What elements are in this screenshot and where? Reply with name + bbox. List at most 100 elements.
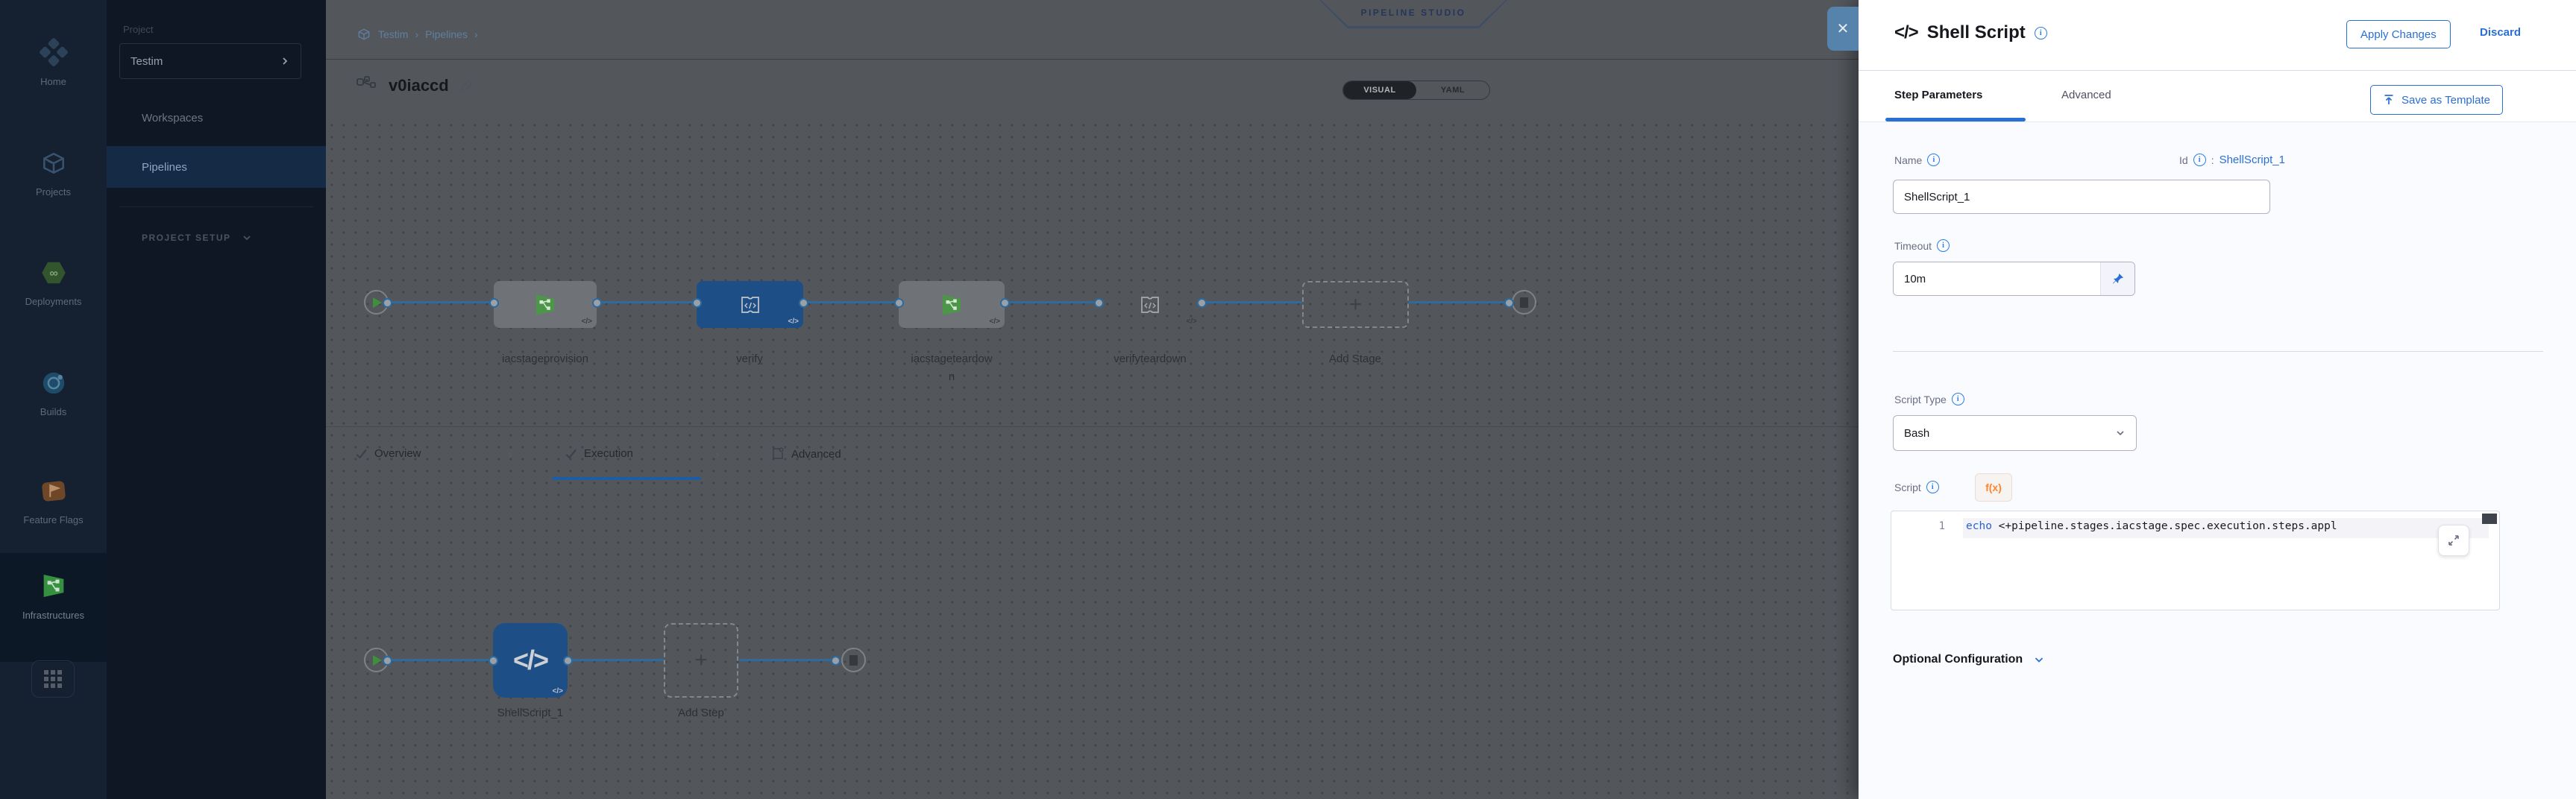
connector-dot[interactable]	[592, 298, 602, 308]
sidebar-item-feature-flags[interactable]: Feature Flags	[0, 477, 107, 525]
connector-dot[interactable]	[692, 298, 702, 308]
add-stage-button[interactable]: +	[1302, 281, 1409, 328]
builds-icon	[43, 372, 64, 394]
main-sidebar: Home Projects ∞ Deployments Builds	[0, 0, 107, 799]
info-icon[interactable]: i	[2034, 26, 2047, 40]
stage-node-iacstageprovision[interactable]: </>	[494, 281, 597, 328]
drawer-close-button[interactable]: ✕	[1827, 7, 1859, 51]
timeout-field	[1893, 262, 2135, 296]
id-label: Id	[2179, 154, 2188, 166]
info-icon[interactable]: i	[1937, 239, 1950, 252]
panel-item-workspaces[interactable]: Workspaces	[142, 112, 204, 124]
editor-expand-button[interactable]	[2438, 525, 2469, 556]
editor-line-number: 1	[1938, 520, 1945, 532]
connector-dot[interactable]	[383, 656, 392, 666]
toggle-visual[interactable]: VISUAL	[1343, 81, 1416, 99]
sidebar-item-home[interactable]: Home	[0, 37, 107, 87]
edit-pencil-icon[interactable]	[459, 78, 474, 93]
timeout-field-label: Timeout i	[1894, 239, 1950, 252]
check-icon	[356, 449, 367, 459]
step-node-shellscript[interactable]: </> </>	[493, 623, 568, 698]
project-selector[interactable]: Testim	[119, 43, 301, 79]
expression-fx-button[interactable]: f(x)	[1975, 473, 2012, 502]
connector-dot[interactable]	[489, 656, 498, 666]
close-icon: ✕	[1836, 21, 1850, 37]
grid-icon	[44, 670, 62, 688]
connector-dot[interactable]	[383, 298, 392, 308]
script-code-editor[interactable]: 1 echo <+pipeline.stages.iacstage.spec.e…	[1891, 511, 2500, 610]
timeout-pin-button[interactable]	[2100, 262, 2134, 295]
tab-step-parameters[interactable]: Step Parameters	[1894, 89, 1983, 101]
project-section-label: Project	[123, 24, 154, 35]
editor-scrollbar-thumb[interactable]	[2482, 514, 2497, 524]
code-keyword: echo	[1966, 520, 1992, 532]
apply-changes-button[interactable]: Apply Changes	[2346, 20, 2451, 48]
tab-advanced-drawer[interactable]: Advanced	[2061, 89, 2111, 101]
chevron-right-icon	[283, 57, 288, 65]
editor-code-line[interactable]: echo <+pipeline.stages.iacstage.spec.exe…	[1966, 520, 2487, 532]
connector-dot[interactable]	[799, 298, 808, 308]
tab-separator: ›	[508, 447, 512, 461]
stage-label: verifyteardown	[1113, 353, 1187, 365]
save-as-template-button[interactable]: Save as Template	[2370, 85, 2503, 115]
sidebar-item-deployments[interactable]: ∞ Deployments	[0, 259, 107, 307]
code-badge-icon: </>	[989, 318, 1000, 326]
stage-node-verify-selected[interactable]: </>	[697, 281, 803, 328]
timeout-input[interactable]	[1894, 262, 2100, 295]
optional-configuration-toggle[interactable]: Optional Configuration	[1893, 653, 2045, 666]
name-field-label: Name i	[1894, 154, 1941, 166]
connector-line	[568, 659, 664, 661]
chevron-down-icon	[2035, 657, 2043, 663]
connector-dot[interactable]	[1000, 298, 1010, 308]
connector-dot[interactable]	[563, 656, 573, 666]
stage-node-iacstageteardown[interactable]: </>	[899, 281, 1005, 328]
connector-dot[interactable]	[489, 298, 499, 308]
toggle-yaml[interactable]: YAML	[1440, 86, 1466, 95]
drawer-title: Shell Script	[1926, 22, 2026, 42]
project-name: Testim	[131, 54, 163, 68]
tab-execution-active[interactable]: Execution	[565, 447, 633, 460]
tab-advanced[interactable]: Advanced	[771, 447, 841, 461]
connector-dot[interactable]	[1094, 298, 1104, 308]
info-icon[interactable]: i	[1927, 154, 1941, 166]
code-badge-icon: </>	[552, 687, 563, 695]
pipeline-canvas: Testim › Pipelines › v0iaccd PIPELINE ST…	[326, 0, 1859, 799]
apply-changes-label: Apply Changes	[2360, 28, 2437, 41]
info-icon[interactable]: i	[1926, 481, 1939, 493]
expand-icon	[2448, 535, 2459, 546]
connector-dot[interactable]	[1504, 298, 1514, 308]
sidebar-item-builds[interactable]: Builds	[0, 369, 107, 417]
pipeline-studio-badge: PIPELINE STUDIO	[1319, 0, 1507, 28]
breadcrumb-pipelines[interactable]: Pipelines	[425, 28, 468, 40]
stage-node-verifyteardown[interactable]: </>	[1099, 281, 1201, 328]
info-icon[interactable]: i	[2193, 154, 2206, 166]
harness-logo-icon	[39, 38, 68, 66]
module-grid-button[interactable]	[31, 660, 75, 698]
pipeline-graph-icon	[356, 76, 376, 88]
step-config-drawer: ✕ </> Shell Script i Apply Changes Disca…	[1827, 0, 2576, 799]
panel-item-pipelines[interactable]: Pipelines	[107, 146, 326, 188]
execution-end-node[interactable]	[841, 648, 866, 672]
name-input[interactable]	[1893, 180, 2270, 214]
pipeline-end-node[interactable]	[1512, 290, 1536, 315]
svg-text:∞: ∞	[49, 268, 57, 280]
project-setup-toggle[interactable]: PROJECT SETUP	[142, 233, 252, 243]
script-type-select[interactable]: Bash	[1893, 415, 2137, 451]
connector-dot[interactable]	[1197, 298, 1207, 308]
id-value-link[interactable]: ShellScript_1	[2219, 154, 2285, 166]
drawer-title-row: </> Shell Script i	[1894, 22, 2047, 43]
connector-dot[interactable]	[831, 656, 841, 666]
script-type-label-text: Script Type	[1894, 393, 1947, 405]
id-row: Id i : ShellScript_1	[2179, 154, 2285, 166]
timeout-label-text: Timeout	[1894, 239, 1932, 252]
project-panel: Project Testim Workspaces Pipelines PROJ…	[107, 0, 326, 799]
project-cube-icon	[358, 28, 370, 40]
tab-overview[interactable]: Overview	[356, 447, 421, 460]
info-icon[interactable]: i	[1951, 393, 1964, 405]
breadcrumb-project[interactable]: Testim	[378, 28, 409, 40]
connector-dot[interactable]	[894, 298, 904, 308]
sidebar-item-infrastructures[interactable]: Infrastructures	[0, 553, 107, 662]
sidebar-item-projects[interactable]: Projects	[0, 149, 107, 198]
add-step-button[interactable]: +	[664, 623, 738, 698]
discard-button[interactable]: Discard	[2480, 26, 2522, 39]
